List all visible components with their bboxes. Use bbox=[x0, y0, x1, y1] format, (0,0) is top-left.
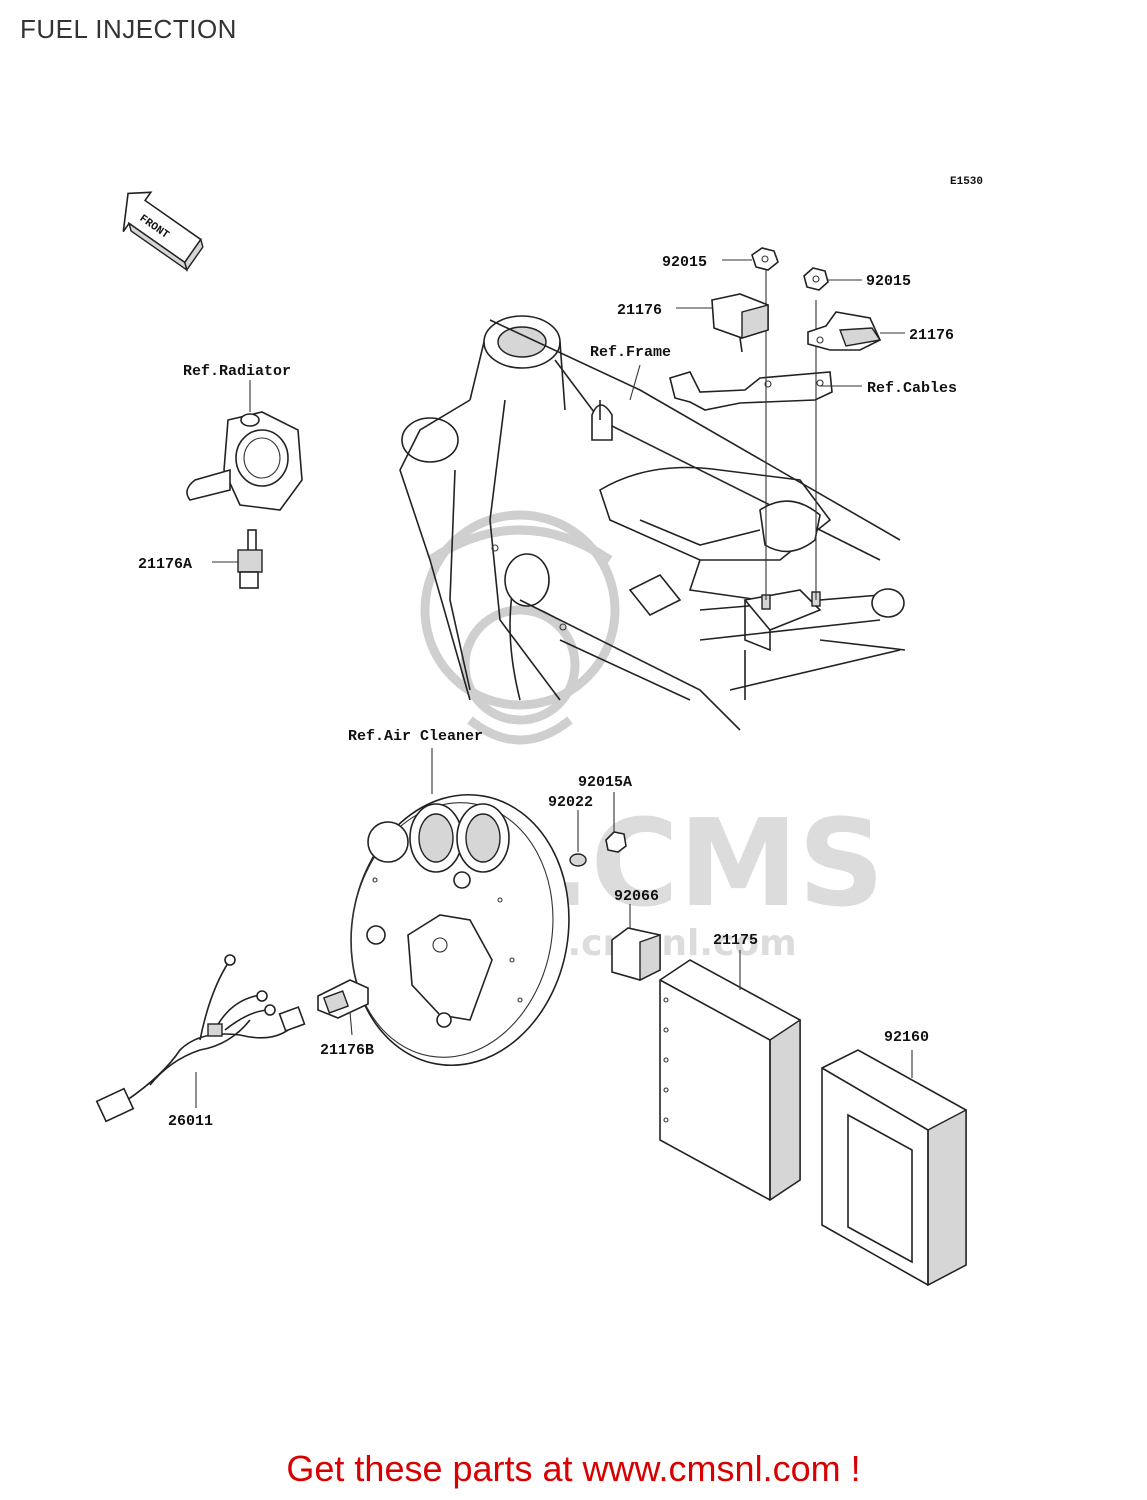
washer-92022 bbox=[569, 810, 587, 867]
ref-air-cleaner-label: Ref.Air Cleaner bbox=[348, 728, 483, 745]
ecu-21175 bbox=[659, 950, 801, 1202]
label-21176-left: 21176 bbox=[617, 302, 662, 319]
diagram-code: E1530 bbox=[950, 176, 983, 188]
front-arrow-icon: FRONT bbox=[122, 191, 204, 272]
frame-drawing bbox=[399, 315, 906, 731]
label-92015A: 92015A bbox=[578, 774, 632, 791]
sensor-21176-right bbox=[807, 311, 882, 351]
ref-cables-label: Ref.Cables bbox=[867, 380, 957, 397]
label-92160: 92160 bbox=[884, 1029, 929, 1046]
footer-link[interactable]: Get these parts at www.cmsnl.com ! bbox=[286, 1448, 861, 1489]
air-cleaner-plate bbox=[350, 748, 570, 1067]
watermark-text: .CMS bbox=[545, 795, 885, 934]
label-21176-right: 21176 bbox=[909, 327, 954, 344]
parts-diagram: .CMS www.cmsnl.com E1530 FRONT bbox=[95, 176, 983, 1287]
nut-92015-left bbox=[751, 247, 779, 271]
sensor-21176B bbox=[317, 979, 369, 1036]
label-92015-right: 92015 bbox=[866, 273, 911, 290]
sensor-21176A bbox=[212, 529, 263, 589]
ref-frame-label: Ref.Frame bbox=[590, 344, 671, 361]
label-26011: 26011 bbox=[168, 1113, 213, 1130]
label-21175: 21175 bbox=[713, 932, 758, 949]
label-21176A: 21176A bbox=[138, 556, 192, 573]
sensor-21176-left bbox=[711, 293, 769, 353]
ref-radiator-label: Ref.Radiator bbox=[183, 363, 291, 380]
label-92066: 92066 bbox=[614, 888, 659, 905]
label-21176B: 21176B bbox=[320, 1042, 374, 1059]
radiator-housing bbox=[186, 380, 303, 511]
nut-92015-right bbox=[803, 267, 829, 291]
page-title: FUEL INJECTION bbox=[20, 14, 237, 44]
nut-92015A bbox=[605, 792, 627, 853]
label-92015-left: 92015 bbox=[662, 254, 707, 271]
connector-92066 bbox=[611, 904, 661, 982]
cover-92160 bbox=[821, 1049, 967, 1287]
label-92022: 92022 bbox=[548, 794, 593, 811]
harness-26011 bbox=[95, 954, 306, 1123]
